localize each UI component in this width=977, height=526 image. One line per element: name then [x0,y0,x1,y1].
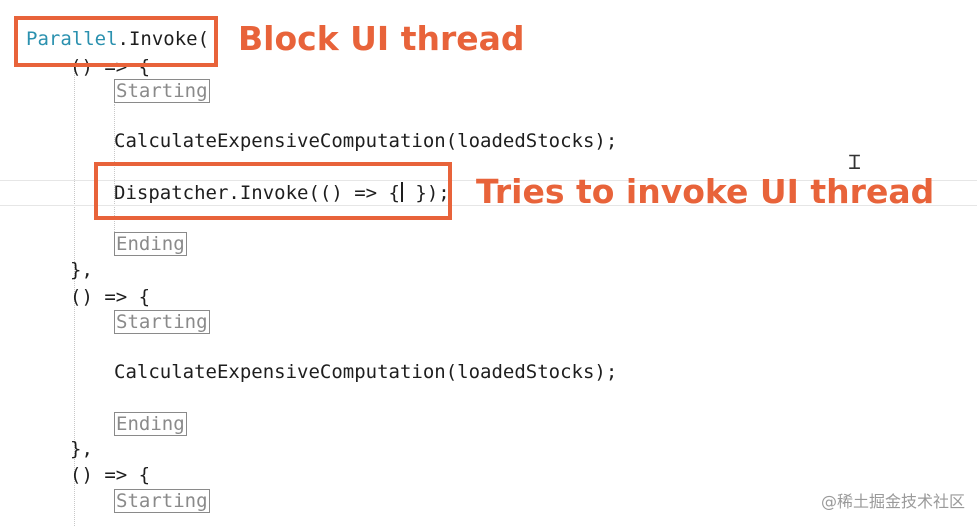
code-line-lambda[interactable]: () => { [70,464,151,486]
block-ui-annotation: Block UI thread [238,19,525,58]
type-name-parallel[interactable]: Parallel [26,28,118,50]
method-call-invoke[interactable]: .Invoke( [117,28,210,50]
code-line-parallel[interactable]: Parallel.Invoke( [26,26,209,52]
text-ibeam-icon: Ɪ [849,150,861,174]
block-ui-highlight-box [14,16,218,67]
indent-guide [74,68,75,526]
inline-hint-starting: Starting [114,79,210,103]
invoke-ui-annotation: Tries to invoke UI thread [476,172,935,211]
watermark: @稀土掘金技术社区 [820,492,965,511]
code-line-close[interactable]: }, [70,259,93,281]
code-line-calculate[interactable]: CalculateExpensiveComputation(loadedStoc… [114,361,618,383]
code-line-hint[interactable]: Ending [114,411,187,437]
inline-hint-starting: Starting [114,489,210,513]
code-line-hint[interactable]: Starting [114,78,210,104]
dispatcher-close-code[interactable]: }); [403,182,450,204]
code-line-dispatcher[interactable]: Dispatcher.Invoke(() => { }); [114,180,450,206]
inline-hint-ending: Ending [114,232,187,256]
code-line-hint[interactable]: Starting [114,488,210,514]
code-line-calculate[interactable]: CalculateExpensiveComputation(loadedStoc… [114,130,618,152]
dispatcher-highlight-box [94,162,452,220]
indent-guide [114,104,115,254]
text-caret [400,182,403,202]
dispatcher-invoke-code[interactable]: Dispatcher.Invoke(() => { [114,182,400,204]
code-line-hint[interactable]: Ending [114,231,187,257]
code-line-lambda[interactable]: () => { [70,56,151,78]
current-line-highlight [0,180,977,206]
code-line-lambda[interactable]: () => { [70,286,151,308]
code-line-hint[interactable]: Starting [114,309,210,335]
inline-hint-ending: Ending [114,412,187,436]
code-line-close[interactable]: }, [70,438,93,460]
inline-hint-starting: Starting [114,310,210,334]
